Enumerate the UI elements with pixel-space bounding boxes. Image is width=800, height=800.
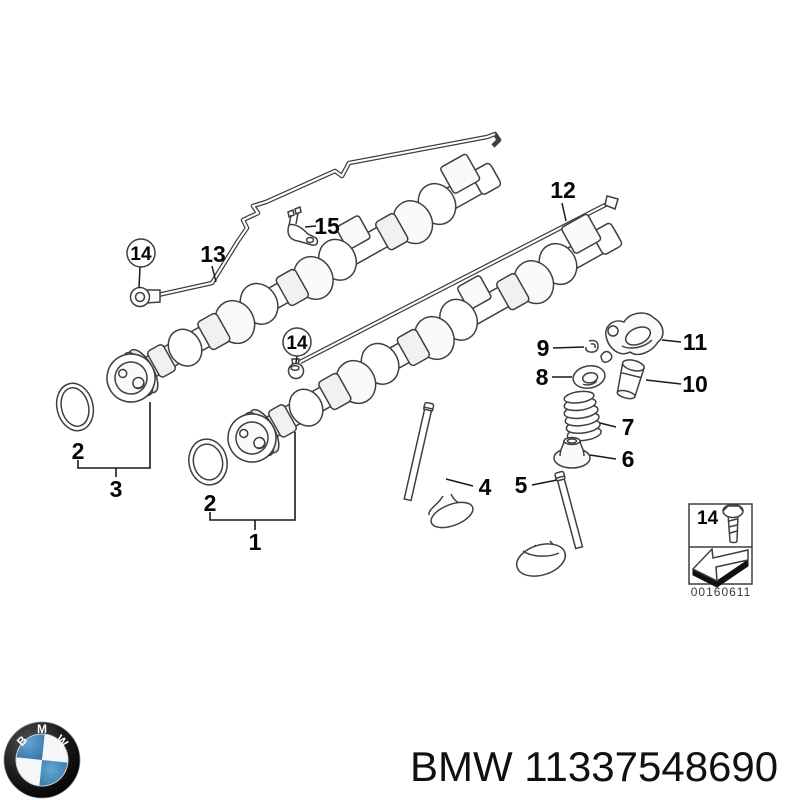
leader-9 xyxy=(552,346,585,349)
leader-7 xyxy=(599,422,617,428)
oil-rail-drawing xyxy=(298,195,619,365)
svg-text:14: 14 xyxy=(130,244,152,265)
callout-8: 8 xyxy=(536,364,549,390)
valve-5-drawing xyxy=(515,470,584,577)
valve-keeper-drawing xyxy=(585,339,613,363)
callout-7: 7 xyxy=(622,414,635,440)
screw-icon xyxy=(722,503,744,544)
valve-4-drawing xyxy=(403,401,474,529)
legend-box: 14 xyxy=(688,503,753,588)
leader-6 xyxy=(589,454,617,460)
leader-14-ball xyxy=(295,355,298,364)
roundel-quadrants xyxy=(16,734,68,786)
bracket-1 xyxy=(209,432,296,530)
callout-1: 1 xyxy=(249,529,262,555)
image-code: 00160611 xyxy=(691,585,752,599)
leader-15 xyxy=(304,225,317,228)
callout-5: 5 xyxy=(515,472,528,498)
clip-drawing xyxy=(287,205,319,246)
logo-letter-m: M xyxy=(37,722,47,736)
legend-number: 14 xyxy=(697,508,719,529)
leader-10 xyxy=(645,379,682,385)
callout-4: 4 xyxy=(479,474,492,500)
callout-9: 9 xyxy=(537,335,550,361)
callout-6: 6 xyxy=(622,446,635,472)
callout-2-intake: 2 xyxy=(204,490,217,516)
direction-arrow-icon xyxy=(691,547,749,588)
callout-10: 10 xyxy=(682,371,708,397)
part-number-text: BMW 11337548690 xyxy=(410,743,779,790)
callout-11: 11 xyxy=(683,329,708,355)
oring-intake-drawing xyxy=(188,438,228,486)
svg-text:14: 14 xyxy=(286,333,308,354)
valve-seal-drawing xyxy=(553,436,591,469)
oring-exhaust-drawing xyxy=(55,382,95,432)
callout-14-circle-ball: 14 xyxy=(282,327,312,357)
banjo-fitting-drawing xyxy=(129,286,161,308)
callout-2-exhaust: 2 xyxy=(72,438,85,464)
callout-12: 12 xyxy=(550,177,576,203)
tappet-drawing xyxy=(616,359,646,400)
leader-13 xyxy=(211,265,217,283)
leader-5 xyxy=(531,479,558,486)
callout-15: 15 xyxy=(314,213,340,239)
leader-4 xyxy=(445,478,474,487)
spring-retainer-drawing xyxy=(572,365,606,389)
bracket-3 xyxy=(77,402,151,477)
callout-3: 3 xyxy=(110,476,123,502)
callout-14-circle-pipe: 14 xyxy=(126,238,156,268)
valve-spring-drawing xyxy=(563,390,602,442)
leader-14-pipe xyxy=(138,266,141,289)
callout-13: 13 xyxy=(200,241,226,267)
bmw-logo: B M W xyxy=(3,721,81,799)
leader-12 xyxy=(561,202,567,222)
rocker-arm-drawing xyxy=(605,312,664,356)
oil-pipe-drawing xyxy=(157,131,502,298)
leader-11 xyxy=(661,339,682,343)
